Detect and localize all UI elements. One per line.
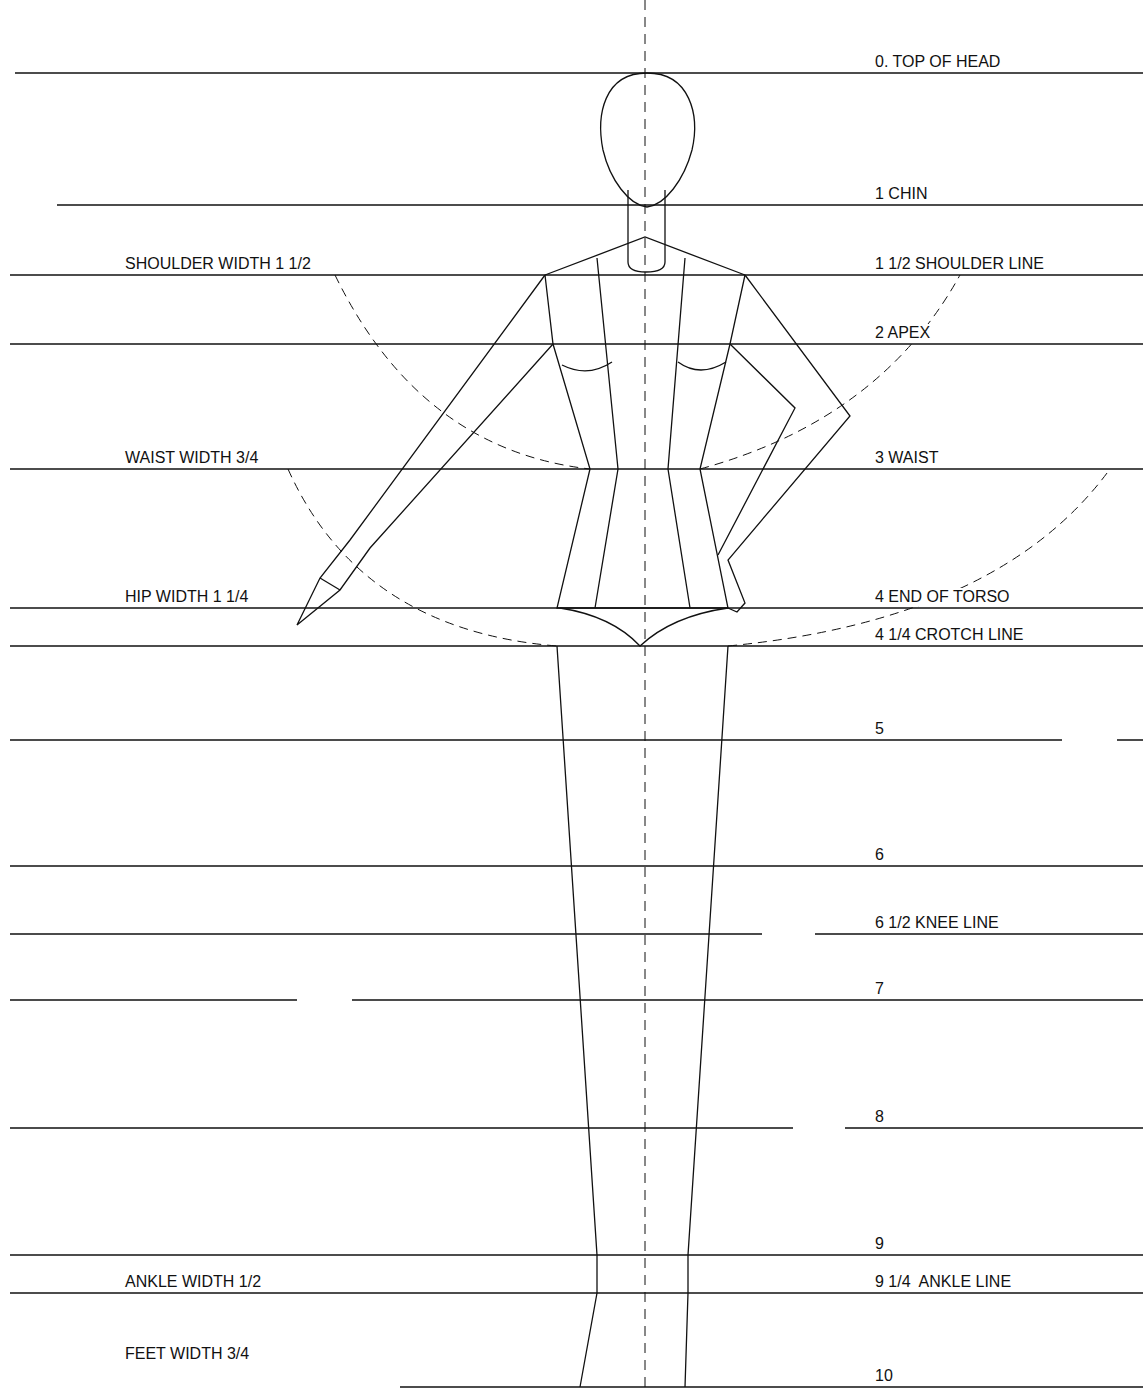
left-arm xyxy=(297,275,553,625)
width-arc xyxy=(335,275,590,469)
guide-line xyxy=(10,1254,1143,1255)
measure-label: 4 1/4 CROTCH LINE xyxy=(873,626,1025,644)
guide-line xyxy=(400,1386,1143,1387)
guide-line xyxy=(10,343,1143,344)
measure-label: 1 1/2 SHOULDER LINE xyxy=(873,255,1046,273)
measure-label: 2 APEX xyxy=(873,324,932,342)
measure-label: 3 WAIST xyxy=(873,449,940,467)
width-arc xyxy=(288,469,557,646)
crotch-curve xyxy=(560,608,728,646)
leg-outline xyxy=(685,646,728,1387)
bust-curve xyxy=(678,362,726,370)
left-hand-line xyxy=(320,578,340,590)
center-line xyxy=(645,0,646,1389)
measure-label: 8 xyxy=(873,1108,886,1126)
measure-label: 6 1/2 KNEE LINE xyxy=(873,914,1001,932)
princess-seam xyxy=(595,258,618,608)
guide-line xyxy=(57,204,1143,205)
measure-label: 9 1/4 ANKLE LINE xyxy=(873,1273,1013,1291)
width-arc xyxy=(728,469,1110,646)
guide-line xyxy=(10,999,1143,1000)
measure-label: 9 xyxy=(873,1235,886,1253)
head-outline xyxy=(601,73,695,207)
measure-label: 7 xyxy=(873,980,886,998)
measure-label: 1 CHIN xyxy=(873,185,929,203)
measure-label: 6 xyxy=(873,846,886,864)
measure-label: 4 END OF TORSO xyxy=(873,588,1012,606)
guide-line xyxy=(10,274,1143,275)
measure-label: 10 xyxy=(873,1367,895,1385)
neck-outline xyxy=(628,190,665,272)
guide-line xyxy=(10,645,1143,646)
guide-line xyxy=(15,72,1143,73)
measure-label: FEET WIDTH 3/4 xyxy=(123,1345,251,1363)
measure-label: HIP WIDTH 1 1/4 xyxy=(123,588,250,606)
shoulder-line xyxy=(545,237,745,275)
guide-line xyxy=(10,1292,1143,1293)
right-arm xyxy=(728,275,850,612)
measure-label: WAIST WIDTH 3/4 xyxy=(123,449,260,467)
bust-curve xyxy=(562,362,612,371)
measure-label: SHOULDER WIDTH 1 1/2 xyxy=(123,255,313,273)
guide-line xyxy=(10,468,1143,469)
princess-seam xyxy=(668,258,690,608)
leg-outline xyxy=(557,646,597,1387)
guide-line xyxy=(10,865,1143,866)
guide-line xyxy=(10,1127,1143,1128)
measure-label: 0. TOP OF HEAD xyxy=(873,53,1002,71)
torso-outline xyxy=(545,275,745,608)
measure-label: ANKLE WIDTH 1/2 xyxy=(123,1273,263,1291)
measure-label: 5 xyxy=(873,720,886,738)
guide-line xyxy=(10,739,1143,740)
right-arm xyxy=(718,344,795,555)
